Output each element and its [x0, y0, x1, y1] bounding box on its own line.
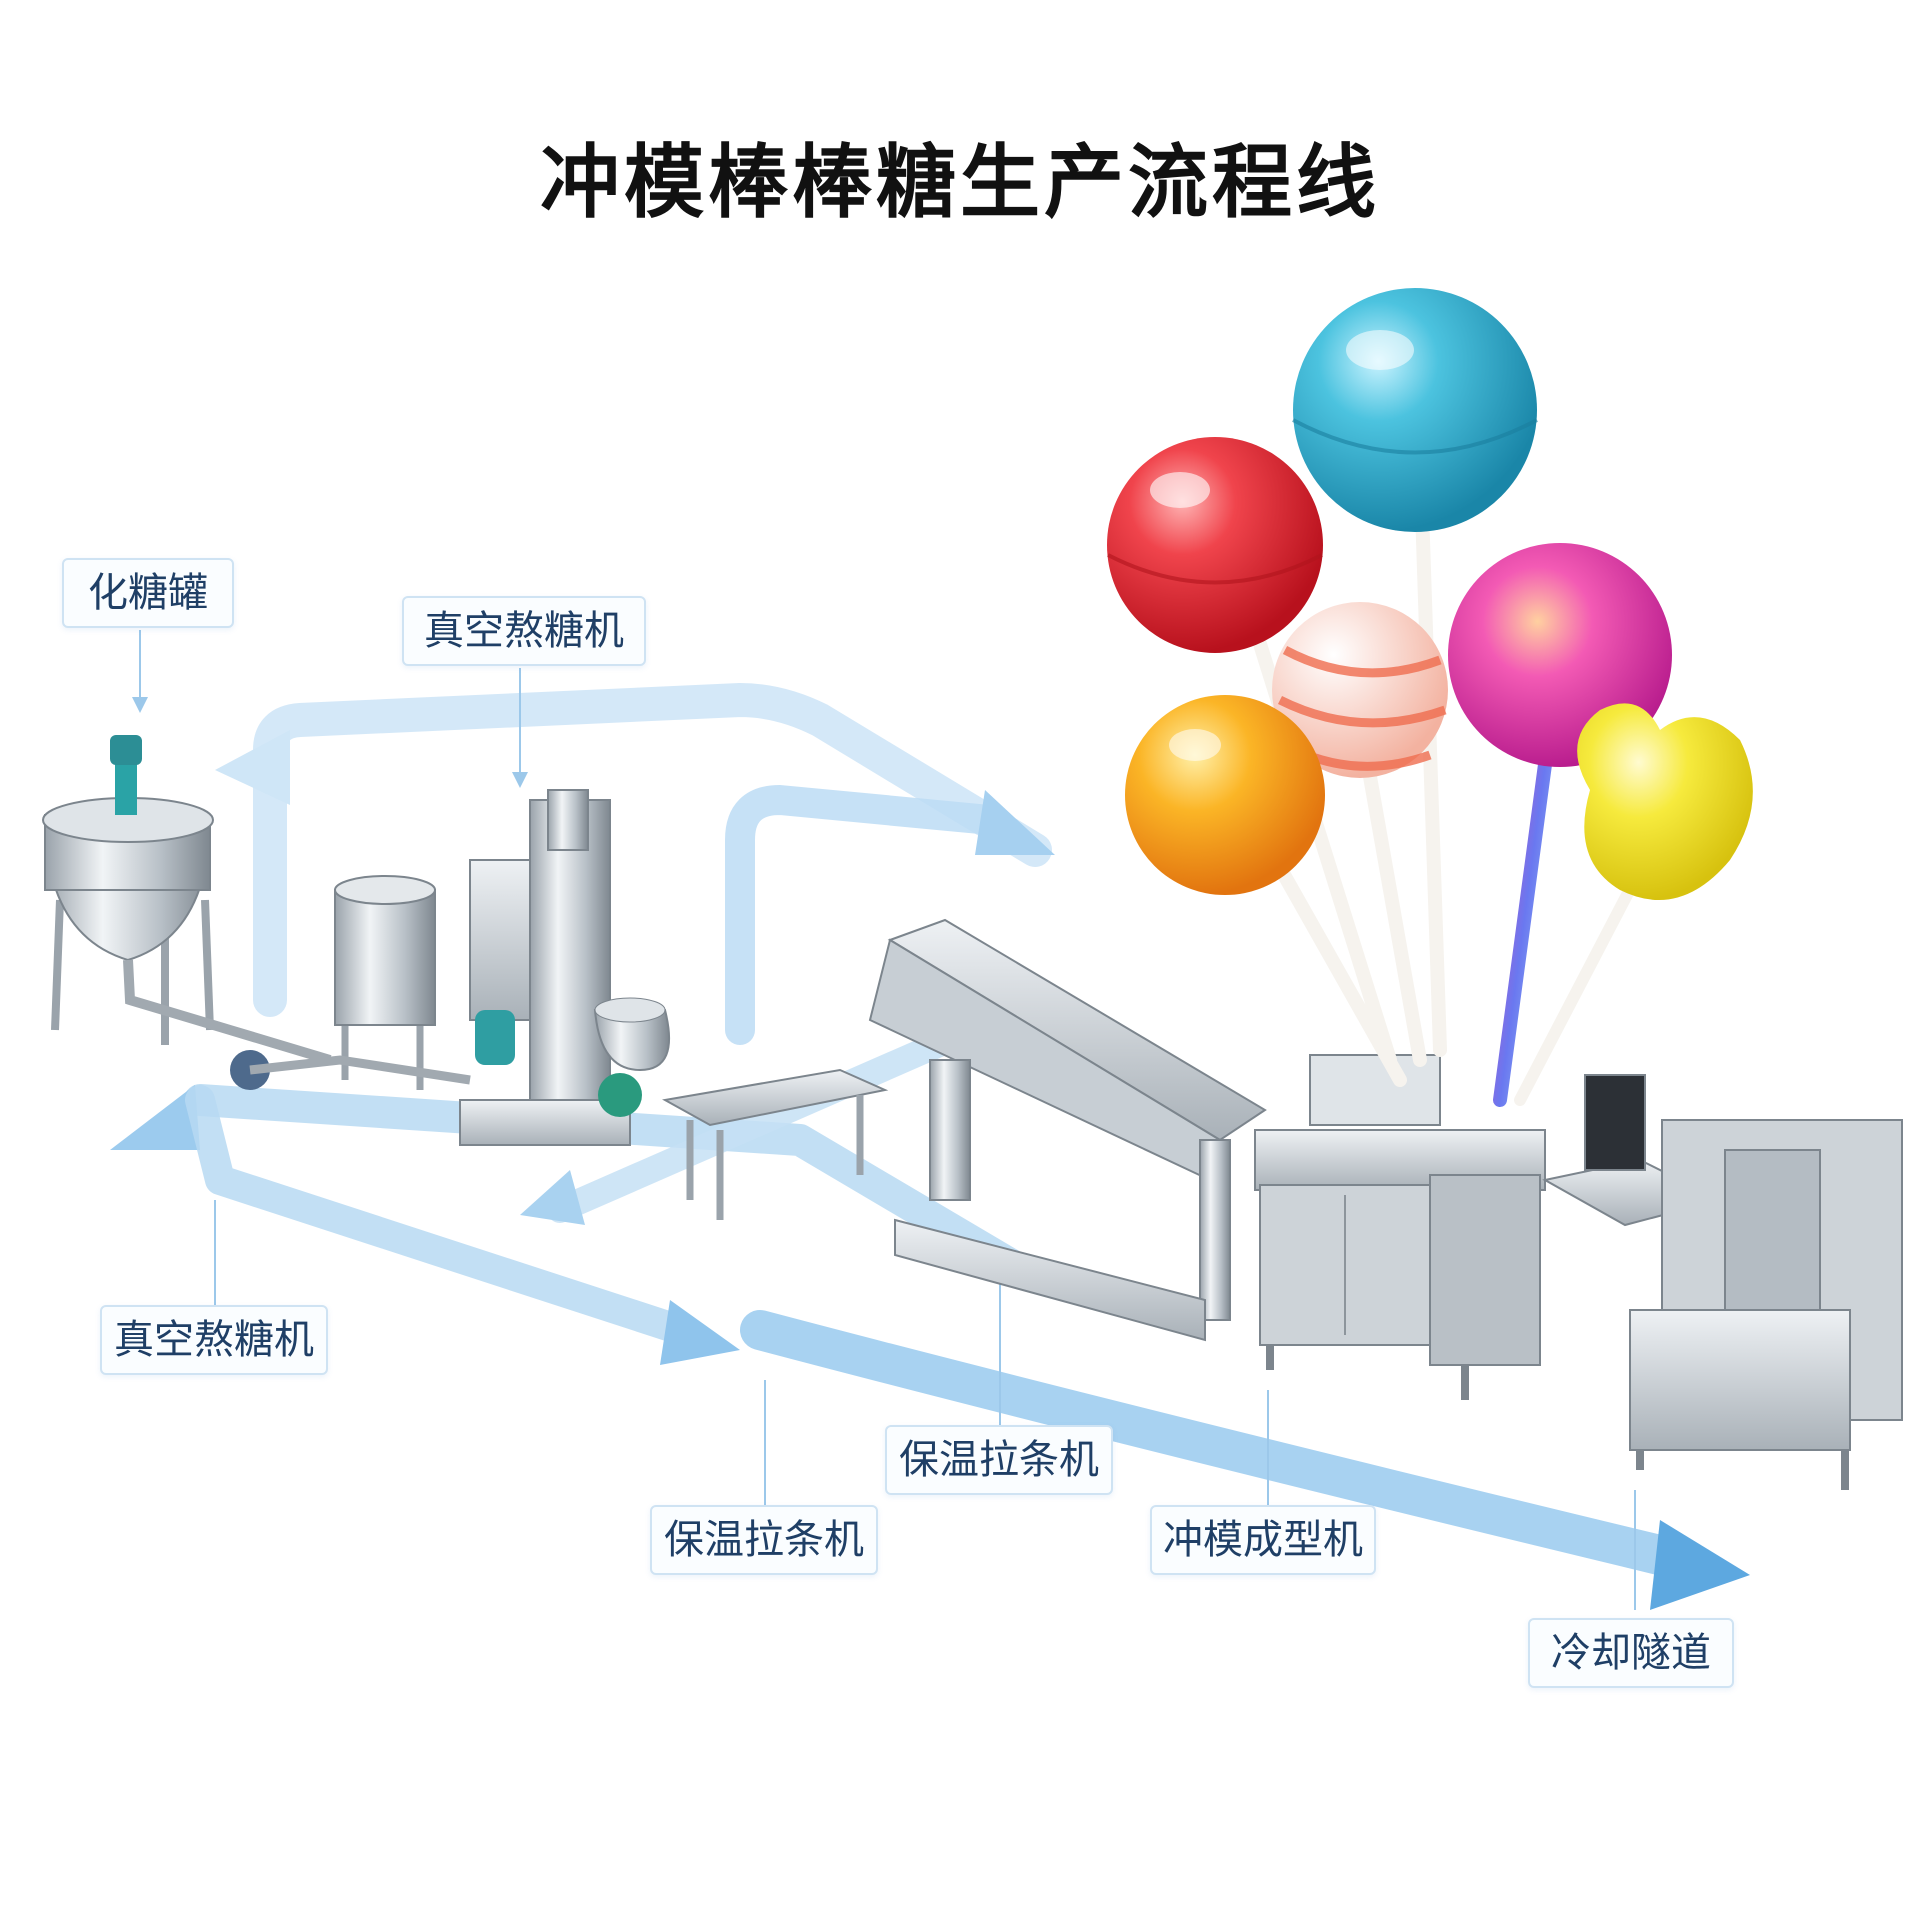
flow-arrow-lower-left — [184, 1084, 1036, 1286]
die-forming-machine — [1254, 1054, 1546, 1400]
flow-arrowhead-mid-right — [975, 790, 1055, 855]
lollipop-cluster — [1107, 288, 1753, 1107]
stick-orange — [1263, 843, 1407, 1087]
leader-lines — [132, 630, 1636, 1610]
lollipop-cyan — [1293, 288, 1537, 532]
lollipop-orange — [1125, 695, 1325, 895]
flow-arrow-mid-loop — [725, 785, 1005, 1045]
flow-arrowhead-return — [520, 1170, 585, 1225]
vacuum-cooker — [459, 789, 671, 1146]
flow-arrow-upper-loop — [253, 683, 1052, 1017]
label-rope-sizer-left: 保温拉条机 — [650, 1505, 878, 1575]
lollipop-swirl — [1272, 602, 1448, 778]
label-vacuum-cooker-bottom: 真空熬糖机 — [100, 1305, 328, 1375]
flow-arrowhead-lower-left — [110, 1085, 200, 1150]
cooling-tunnel-machine — [1542, 1074, 1903, 1490]
page-title: 冲模棒棒糖生产流程线 — [540, 136, 1380, 229]
flow-arrow-bottom-left — [185, 1085, 695, 1345]
cooling-bench — [662, 1068, 889, 1220]
lollipop-red — [1107, 437, 1323, 653]
holding-tank — [249, 875, 471, 1090]
flow-arrowhead-main — [1650, 1520, 1750, 1610]
stick-cyan — [1413, 443, 1447, 1057]
stick-yellow — [1514, 864, 1646, 1106]
label-vacuum-cooker-top: 真空熬糖机 — [402, 596, 646, 666]
label-cooling-tunnel: 冷却隧道 — [1528, 1618, 1734, 1688]
flow-arrow-main — [740, 1310, 1700, 1580]
label-rope-sizer-right: 保温拉条机 — [885, 1425, 1113, 1495]
label-sugar-melting-tank: 化糖罐 — [62, 558, 234, 628]
lollipop-yellow — [1577, 703, 1753, 900]
label-die-forming-machine: 冲模成型机 — [1150, 1505, 1376, 1575]
flow-arrows — [110, 683, 1750, 1610]
flow-arrowhead-bottom — [660, 1300, 740, 1365]
batch-roller — [868, 918, 1267, 1342]
flow-arrowhead-upper-left — [215, 730, 290, 805]
